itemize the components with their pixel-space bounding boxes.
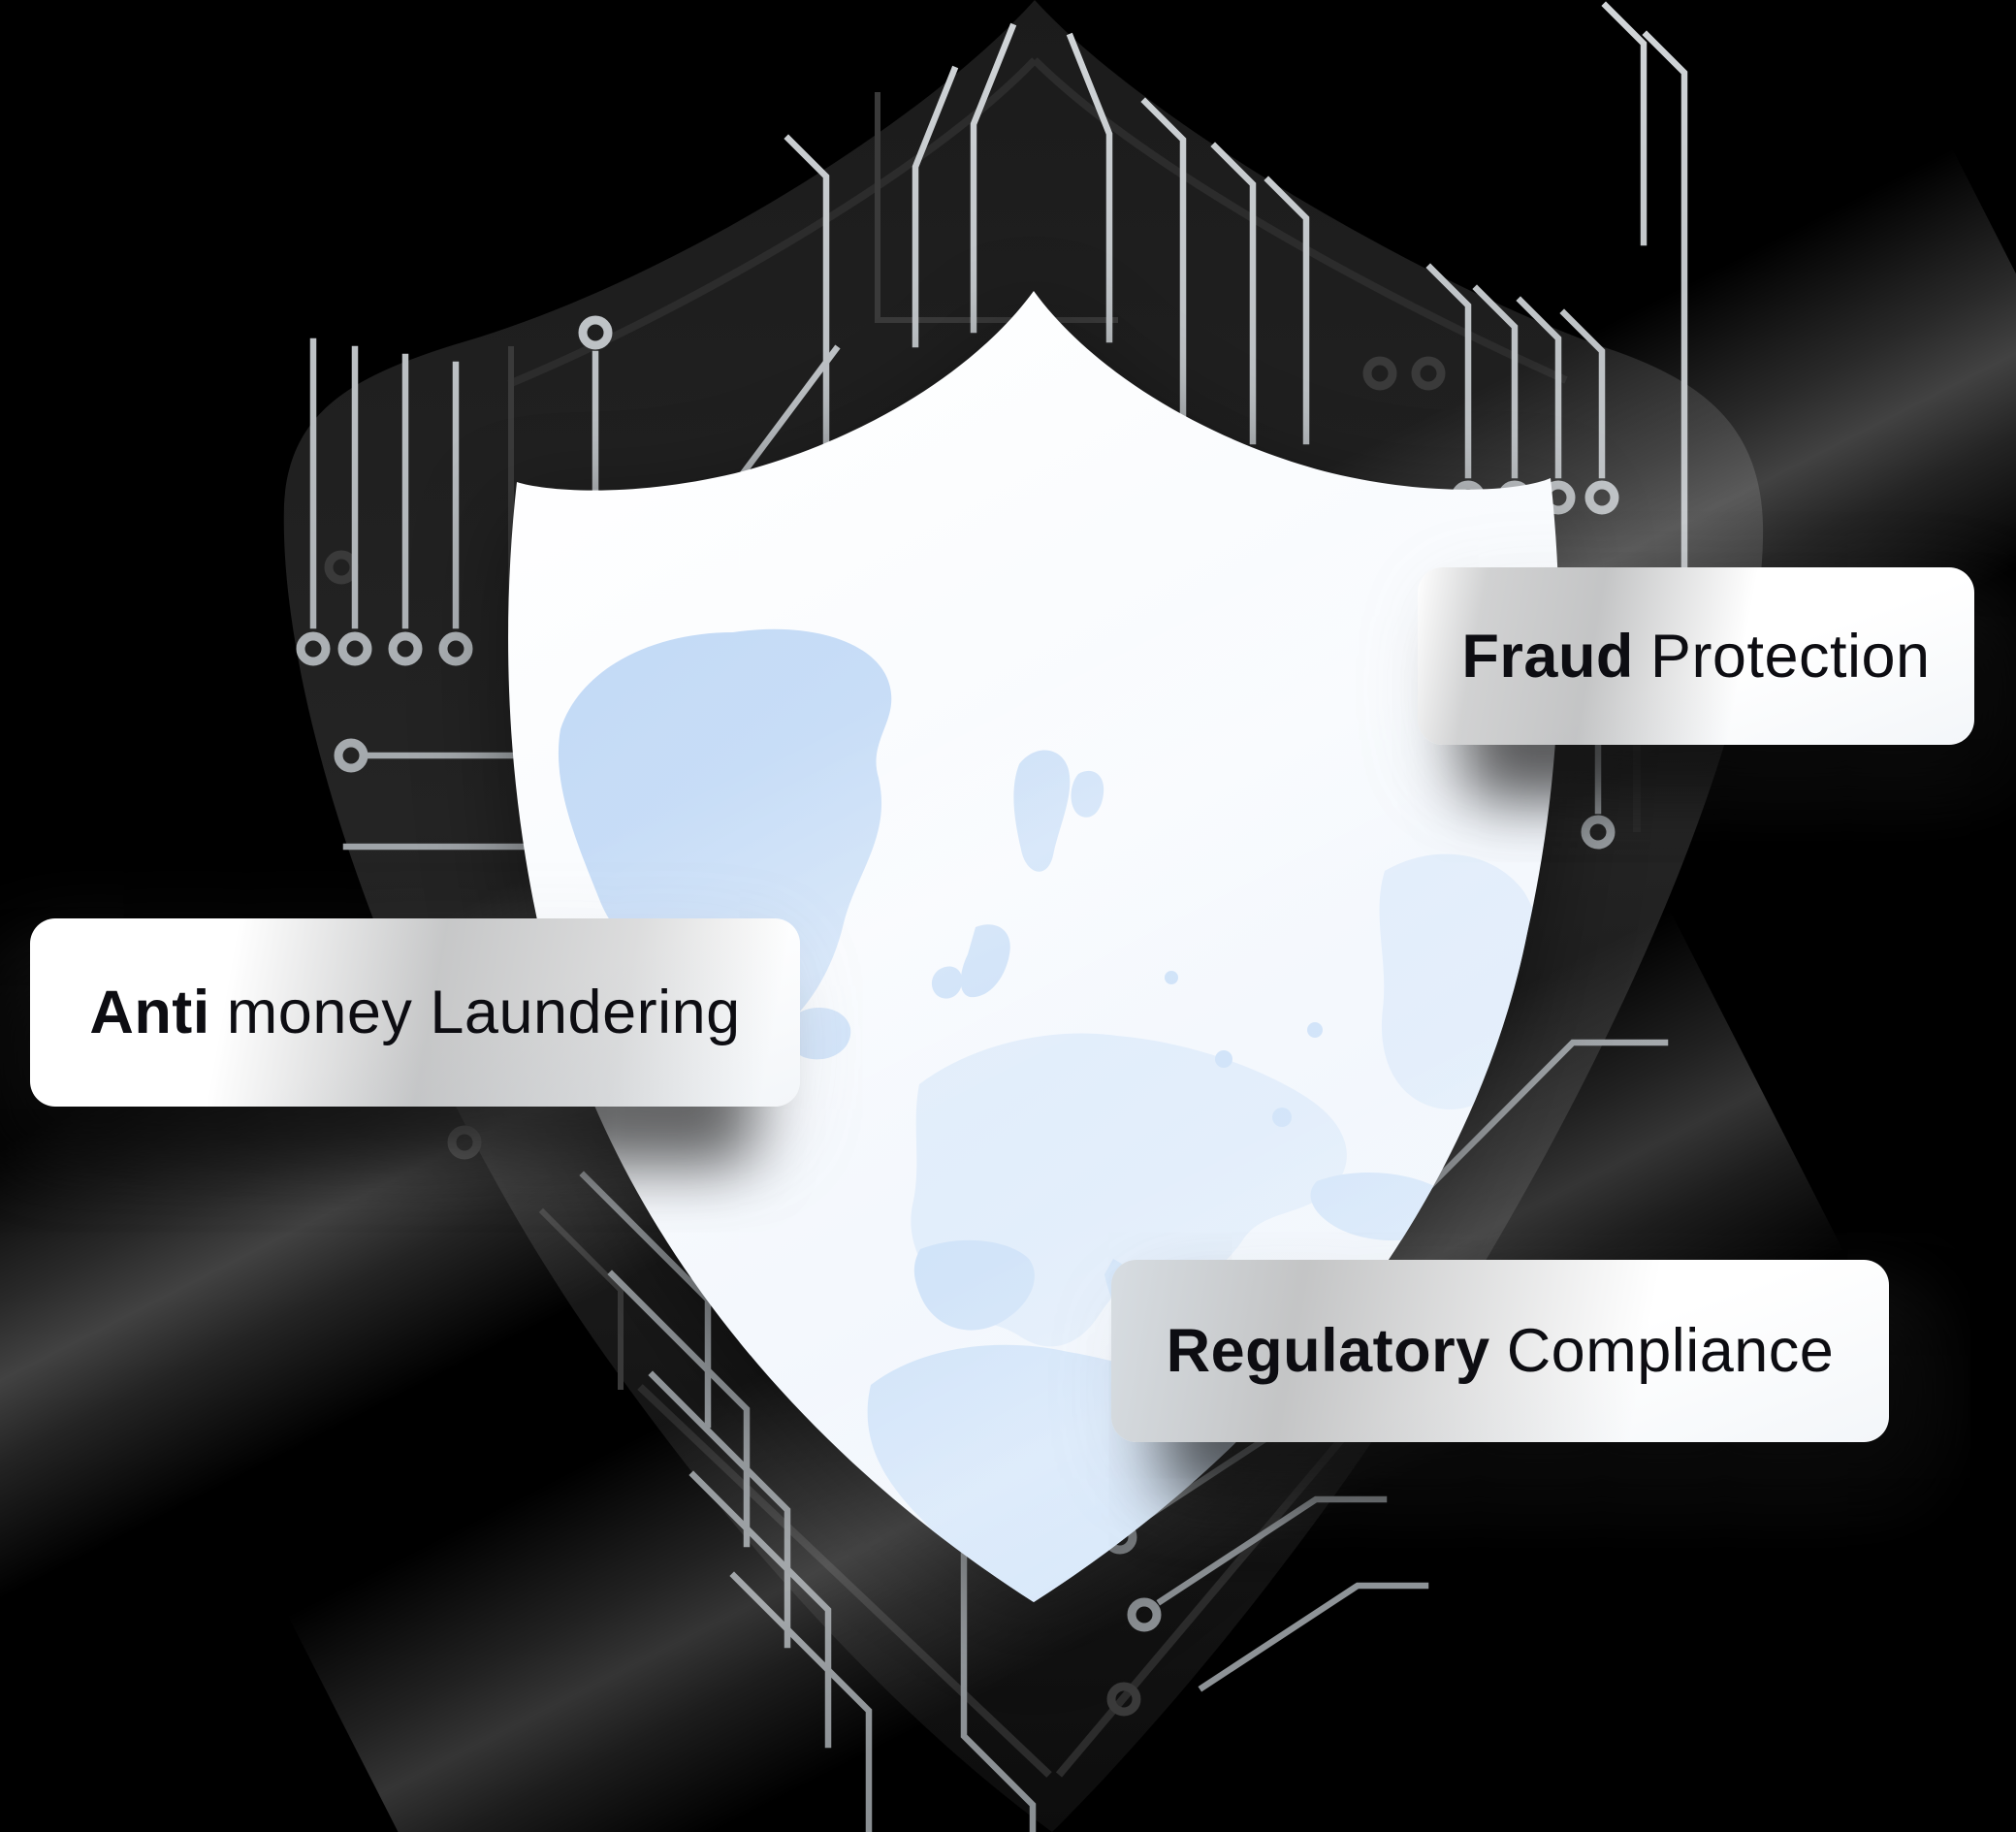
callout-fraud-protection: Fraud Protection <box>1418 567 1974 745</box>
callout-regular-text: Compliance <box>1506 1317 1835 1385</box>
callout-regular-text: money Laundering <box>226 979 741 1046</box>
callout-anti-money-laundering: Anti money Laundering <box>30 918 800 1107</box>
callout-bold-text: Anti <box>89 979 210 1046</box>
callout-regulatory-compliance: Regulatory Compliance <box>1111 1260 1889 1442</box>
callout-regular-text: Protection <box>1649 622 1931 691</box>
callout-bold-text: Regulatory <box>1166 1317 1490 1385</box>
callout-bold-text: Fraud <box>1461 622 1634 691</box>
